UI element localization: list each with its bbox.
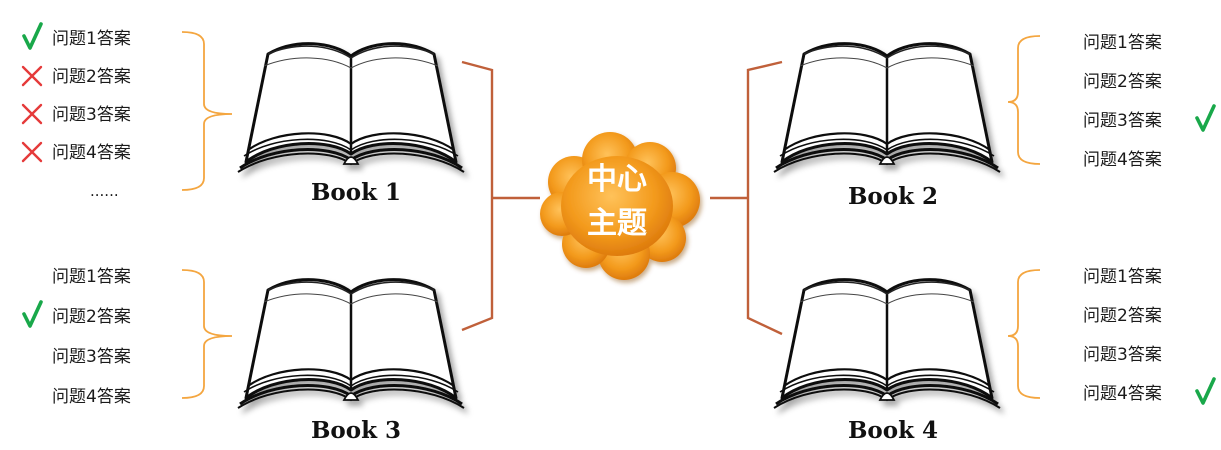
book-2-group: Book 2 [772, 42, 1002, 210]
answer-item: 问题3答案 [1083, 345, 1162, 365]
answer-item: 问题3答案 [52, 105, 131, 125]
book-2-title: Book 2 [848, 183, 938, 210]
answer-item: 问题4答案 [52, 387, 131, 407]
answer-lists: 问题1答案问题2答案问题3答案问题4答案......问题1答案问题2答案问题3答… [21, 22, 1216, 407]
book-2-icon [772, 42, 1002, 174]
center-topic-line2: 主题 [587, 206, 647, 241]
book-connectors [461, 60, 783, 336]
answer-brace [1007, 35, 1041, 165]
correct-check-icon [22, 22, 43, 50]
book-3-title: Book 3 [311, 417, 401, 444]
answer-item: 问题2答案 [52, 67, 131, 87]
book-1-icon [236, 42, 466, 174]
center-topic-node: 中心 主题 [540, 132, 700, 280]
wrong-cross-icon [21, 103, 43, 125]
answer-item: 问题1答案 [1083, 33, 1162, 53]
more-answers-ellipsis: ...... [90, 182, 119, 200]
book-1-title: Book 1 [311, 179, 401, 206]
wrong-cross-icon [21, 141, 43, 163]
answer-item: 问题1答案 [1083, 267, 1162, 287]
answer-brace [181, 31, 233, 191]
book-1-group: Book 1 [236, 42, 466, 206]
correct-check-icon [22, 300, 43, 328]
answer-item: 问题4答案 [52, 143, 131, 163]
correct-check-icon [1195, 104, 1216, 132]
book-4-title: Book 4 [848, 417, 938, 444]
book-3-icon [236, 278, 466, 410]
left-book-bracket [461, 60, 540, 332]
right-book-bracket [710, 60, 783, 336]
answer-item: 问题3答案 [52, 347, 131, 367]
answer-brace [181, 269, 233, 399]
book-3-group: Book 3 [236, 278, 466, 444]
answer-item: 问题3答案 [1083, 111, 1162, 131]
center-topic-line1: 中心 [587, 162, 647, 197]
answer-brace [1007, 269, 1041, 399]
correct-check-icon [1195, 377, 1216, 405]
answer-item: 问题2答案 [1083, 306, 1162, 326]
book-1-answers: 问题1答案问题2答案问题3答案问题4答案...... [21, 22, 233, 200]
cloud-shape [540, 132, 700, 280]
book-4-icon [772, 278, 1002, 410]
answer-item: 问题4答案 [1083, 150, 1162, 170]
wrong-cross-icon [21, 65, 43, 87]
book-4-group: Book 4 [772, 278, 1002, 444]
answer-item: 问题4答案 [1083, 384, 1162, 404]
answer-item: 问题1答案 [52, 267, 131, 287]
answer-item: 问题1答案 [52, 29, 131, 49]
answer-item: 问题2答案 [1083, 72, 1162, 92]
answer-item: 问题2答案 [52, 307, 131, 327]
